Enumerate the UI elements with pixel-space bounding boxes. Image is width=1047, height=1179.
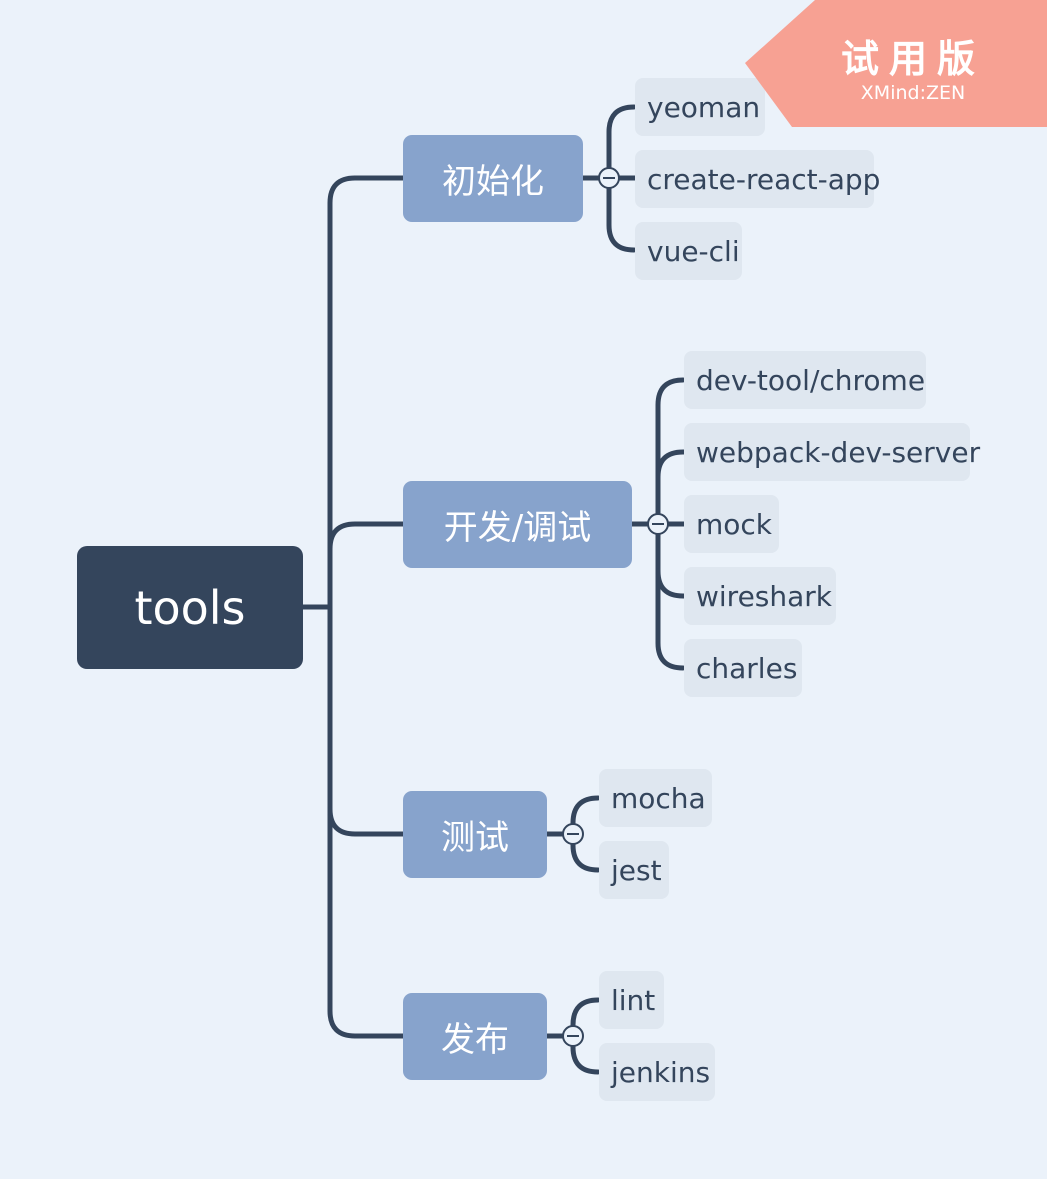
leaf-topic-lint[interactable]: lint xyxy=(599,971,664,1029)
leaf-topic-jenkins[interactable]: jenkins xyxy=(599,1043,715,1101)
trial-watermark: 试用版 XMind:ZEN xyxy=(745,0,1047,127)
leaf-topic-yeoman[interactable]: yeoman xyxy=(635,78,765,136)
branch-topic-init[interactable]: 初始化 xyxy=(403,135,583,222)
leaf-topic-webpack-dev-server[interactable]: webpack-dev-server xyxy=(684,423,980,481)
watermark-ribbon xyxy=(745,0,1047,127)
branch-topic-dev-debug[interactable]: 开发/调试 xyxy=(403,481,632,568)
watermark-title: 试用版 xyxy=(840,37,985,81)
collapse-icon[interactable] xyxy=(562,1025,584,1047)
leaf-topic-vue-cli[interactable]: vue-cli xyxy=(635,222,742,280)
trunk-branch-3 xyxy=(327,806,407,837)
branch-2-tick-2 xyxy=(655,449,688,480)
leaf-topic-charles[interactable]: charles xyxy=(684,639,802,697)
leaf-topic-create-react-app[interactable]: create-react-app xyxy=(635,150,880,208)
collapse-icon[interactable] xyxy=(562,823,584,845)
leaf-topic-mocha[interactable]: mocha xyxy=(599,769,712,827)
leaf-topic-dev-tool-chrome[interactable]: dev-tool/chrome xyxy=(684,351,926,409)
leaf-topic-wireshark[interactable]: wireshark xyxy=(684,567,836,625)
root-topic[interactable]: tools xyxy=(77,546,303,669)
branch-topic-test[interactable]: 测试 xyxy=(403,791,547,878)
collapse-icon[interactable] xyxy=(647,513,669,535)
leaf-topic-jest[interactable]: jest xyxy=(599,841,669,899)
trunk-branch-2 xyxy=(327,521,407,552)
leaf-topic-mock[interactable]: mock xyxy=(684,495,779,553)
branch-topic-release[interactable]: 发布 xyxy=(403,993,547,1080)
collapse-icon[interactable] xyxy=(598,167,620,189)
trunk-line xyxy=(327,175,358,1039)
watermark-subtitle: XMind:ZEN xyxy=(860,82,966,104)
branch-2-tick-4 xyxy=(655,568,688,599)
